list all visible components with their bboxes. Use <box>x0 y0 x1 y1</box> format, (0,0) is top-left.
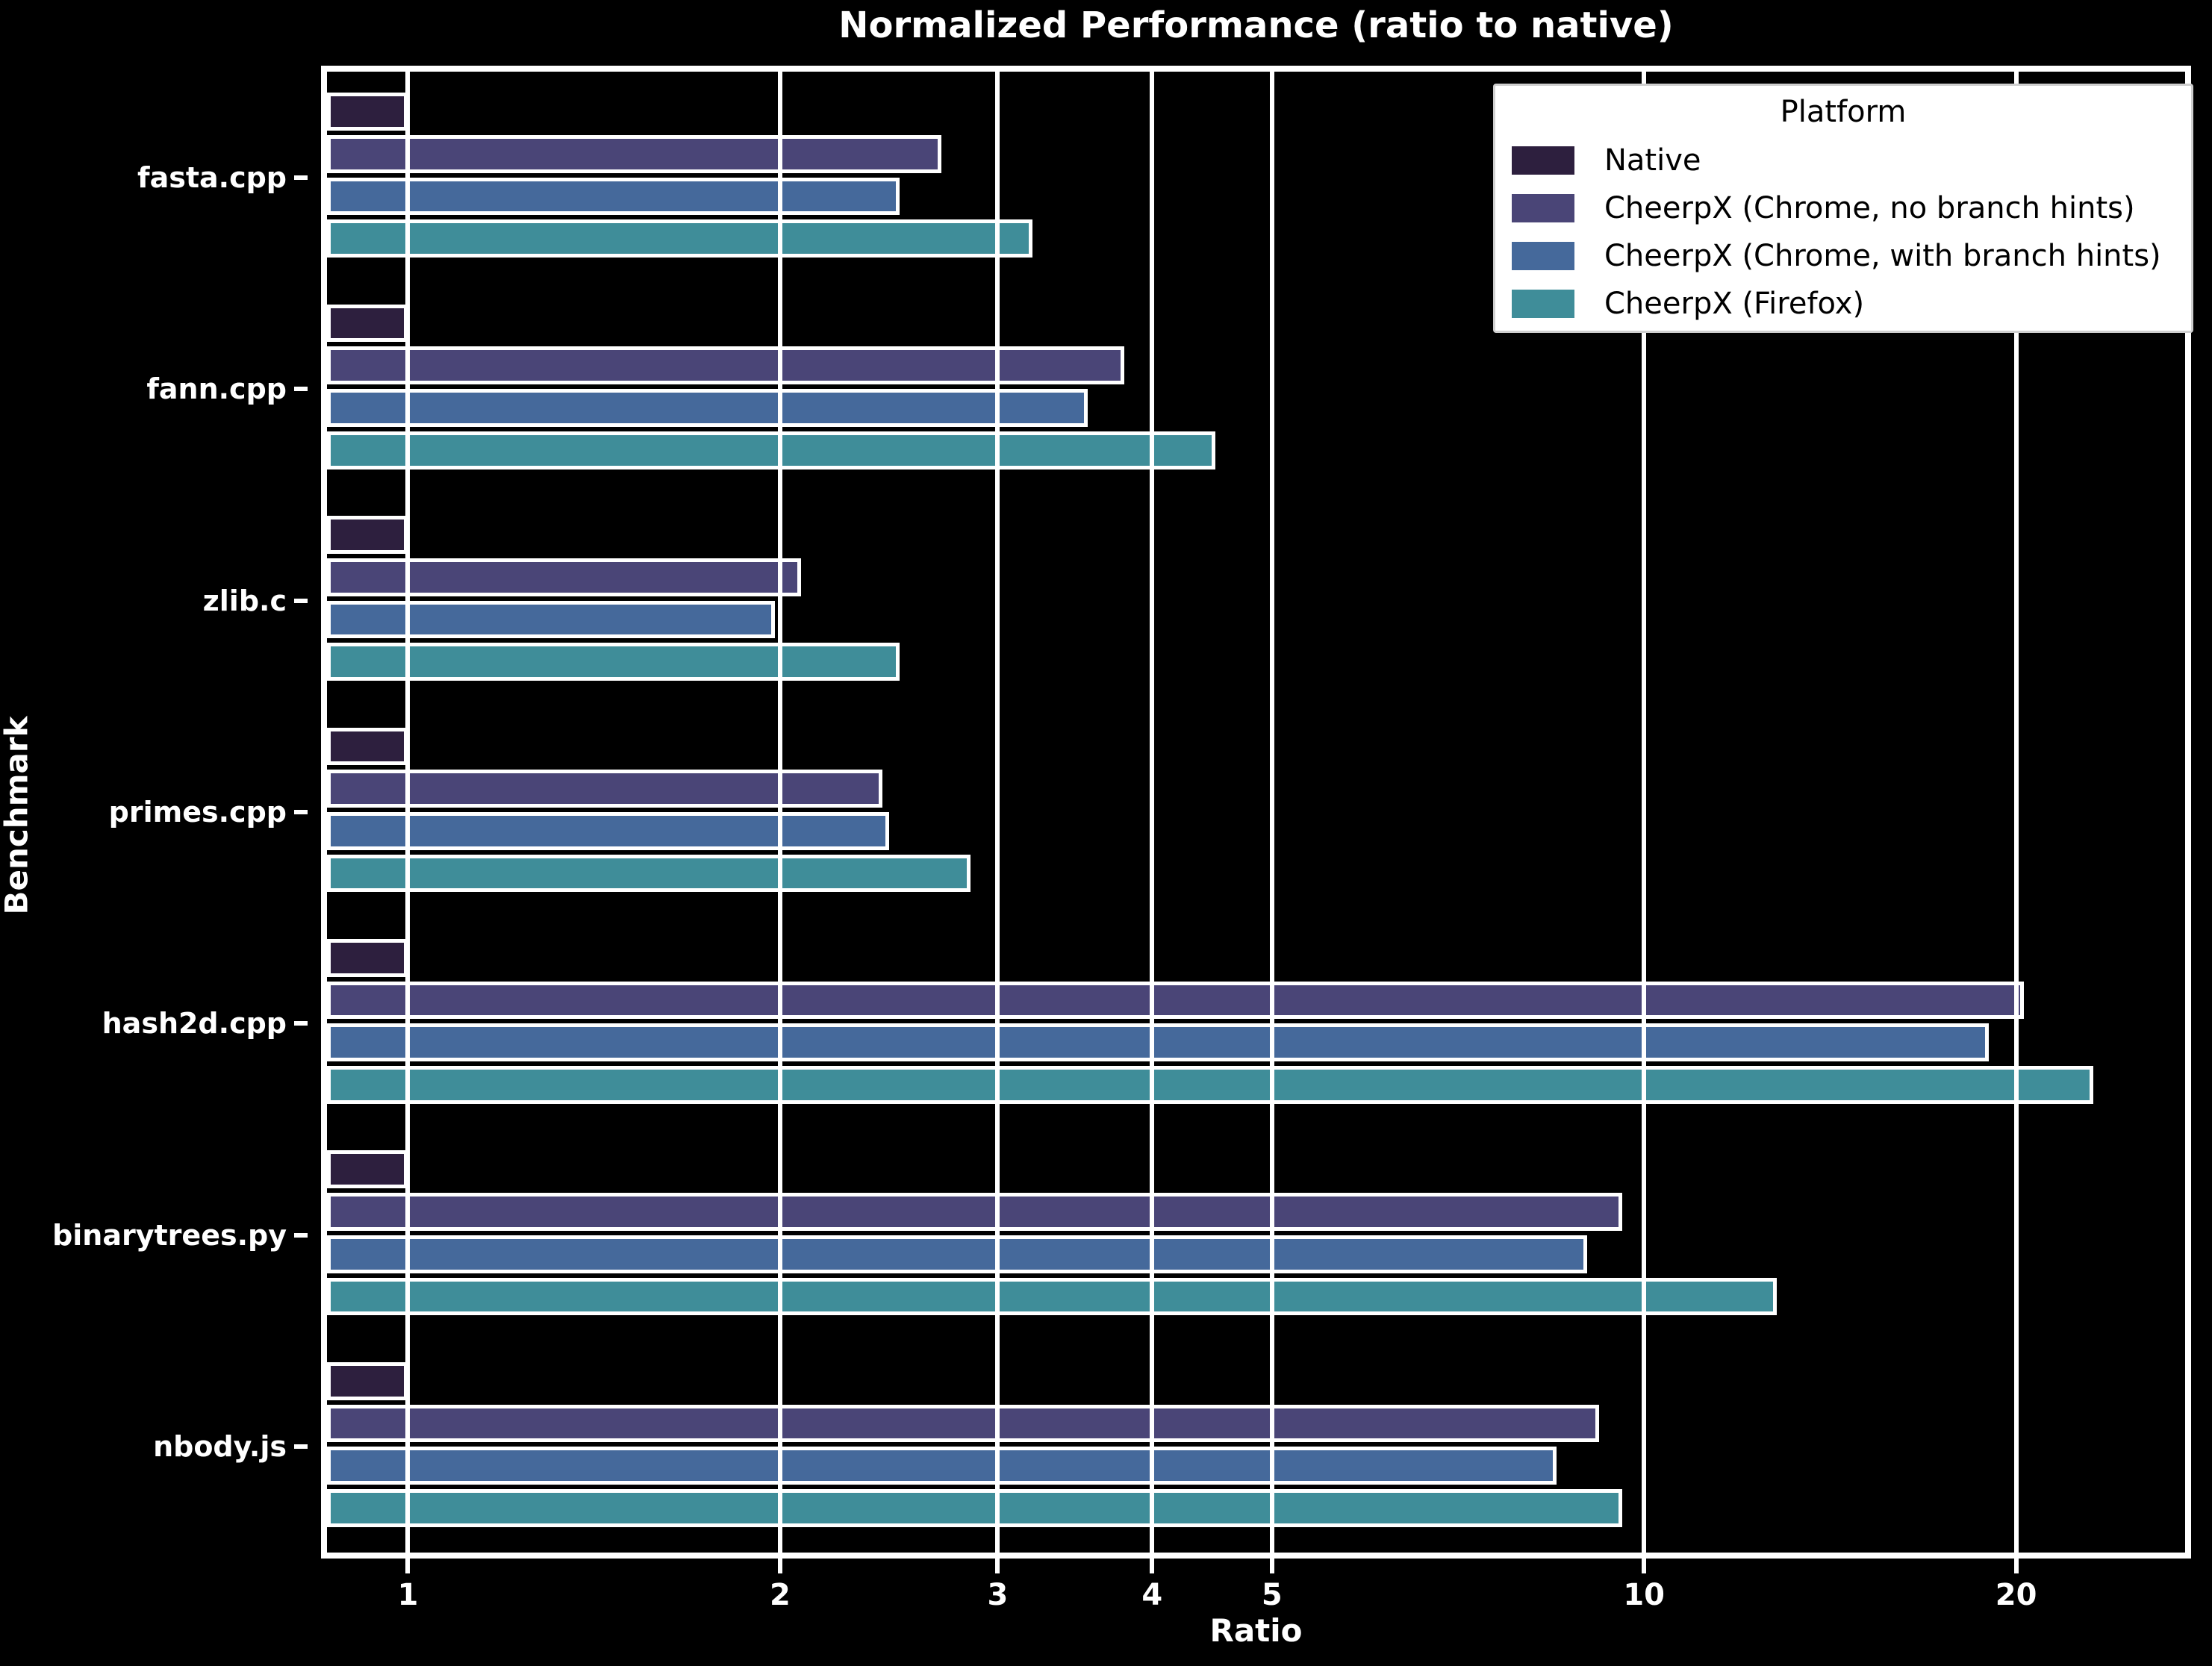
legend-label: CheerpX (Chrome, no branch hints) <box>1604 191 2135 225</box>
legend-swatch-icon <box>1512 290 1574 318</box>
x-tick-label-3: 3 <box>987 1578 1009 1612</box>
legend-entry-cheerpx-chrome-no-branch-hints-: CheerpX (Chrome, no branch hints) <box>1495 184 2191 232</box>
y-tick-mark-5 <box>294 1232 308 1238</box>
gridline-x-1 <box>405 72 411 1553</box>
bar-cheerpx-chrome-with-branch-hints--binarytrees-py <box>327 1235 1587 1273</box>
x-tick-mark-3 <box>995 1559 1000 1573</box>
bar-native-fasta-cpp <box>327 93 408 131</box>
bar-cheerpx-chrome-no-branch-hints--primes-cpp <box>327 770 882 808</box>
bar-native-hash2d-cpp <box>327 939 408 977</box>
category-label-binarytrees-py: binarytrees.py <box>52 1218 287 1252</box>
bar-cheerpx-chrome-no-branch-hints--hash2d-cpp <box>327 981 2024 1020</box>
x-tick-mark-20 <box>2013 1559 2019 1573</box>
category-label-zlib-c: zlib.c <box>202 584 287 617</box>
y-tick-mark-2 <box>294 598 308 603</box>
x-axis-title: Ratio <box>1209 1612 1303 1649</box>
x-tick-label-4: 4 <box>1141 1578 1163 1612</box>
bar-cheerpx-chrome-no-branch-hints--nbody-js <box>327 1404 1599 1443</box>
bar-cheerpx-firefox--binarytrees-py <box>327 1277 1777 1316</box>
x-tick-mark-2 <box>777 1559 782 1573</box>
bar-cheerpx-chrome-no-branch-hints--fann-cpp <box>327 346 1124 385</box>
legend-label: Native <box>1604 143 1701 178</box>
category-label-fann-cpp: fann.cpp <box>146 372 287 406</box>
bar-cheerpx-chrome-with-branch-hints--fasta-cpp <box>327 177 900 216</box>
bar-native-binarytrees-py <box>327 1150 408 1189</box>
y-tick-mark-0 <box>294 175 308 180</box>
y-axis-labels: fasta.cpp fann.cpp zlib.c primes.cpp hash2d.… <box>0 72 308 1553</box>
bar-native-zlib-c <box>327 516 408 554</box>
bar-cheerpx-chrome-no-branch-hints--fasta-cpp <box>327 135 941 173</box>
legend-label: CheerpX (Chrome, with branch hints) <box>1604 239 2161 273</box>
legend-entry-native: Native <box>1495 137 2191 184</box>
category-label-fasta-cpp: fasta.cpp <box>137 160 287 194</box>
y-tick-mark-1 <box>294 387 308 392</box>
x-tick-mark-10 <box>1642 1559 1647 1573</box>
bar-cheerpx-firefox--hash2d-cpp <box>327 1066 2093 1104</box>
bar-cheerpx-chrome-with-branch-hints--nbody-js <box>327 1447 1557 1485</box>
x-tick-label-10: 10 <box>1623 1578 1666 1612</box>
gridline-x-2 <box>777 72 782 1553</box>
bar-cheerpx-chrome-no-branch-hints--binarytrees-py <box>327 1193 1622 1231</box>
bar-cheerpx-firefox--nbody-js <box>327 1488 1622 1527</box>
bar-native-nbody-js <box>327 1361 408 1400</box>
bar-cheerpx-chrome-with-branch-hints--primes-cpp <box>327 812 889 850</box>
x-tick-label-20: 20 <box>1995 1578 2037 1612</box>
x-tick-mark-1 <box>405 1559 411 1573</box>
gridline-x-20 <box>2013 72 2019 1553</box>
gridline-x-10 <box>1642 72 1647 1553</box>
bar-cheerpx-chrome-with-branch-hints--fann-cpp <box>327 389 1088 427</box>
legend-swatch-icon <box>1512 146 1574 175</box>
x-axis: 1 2 3 4 5 10 20 <box>327 1559 2185 1648</box>
x-tick-label-2: 2 <box>769 1578 791 1612</box>
bar-cheerpx-chrome-no-branch-hints--zlib-c <box>327 558 801 596</box>
bars-container <box>327 72 2185 1553</box>
legend-entry-cheerpx-chrome-with-branch-hints-: CheerpX (Chrome, with branch hints) <box>1495 232 2191 280</box>
bar-cheerpx-chrome-with-branch-hints--zlib-c <box>327 600 775 639</box>
gridline-x-3 <box>995 72 1000 1553</box>
legend-swatch-icon <box>1512 242 1574 270</box>
y-tick-mark-3 <box>294 810 308 814</box>
legend-label: CheerpX (Firefox) <box>1604 287 1865 321</box>
bar-native-fann-cpp <box>327 304 408 343</box>
legend-entry-cheerpx-firefox-: CheerpX (Firefox) <box>1495 280 2191 328</box>
bar-cheerpx-chrome-with-branch-hints--hash2d-cpp <box>327 1023 1989 1062</box>
legend-title: Platform <box>1780 95 1907 129</box>
legend-swatch-icon <box>1512 194 1574 222</box>
bar-cheerpx-firefox--primes-cpp <box>327 854 971 893</box>
gridline-x-5 <box>1269 72 1274 1553</box>
bar-cheerpx-firefox--fann-cpp <box>327 431 1215 469</box>
chart-title: Normalized Performance (ratio to native) <box>838 4 1674 46</box>
y-tick-mark-6 <box>294 1444 308 1450</box>
category-label-primes-cpp: primes.cpp <box>108 796 287 829</box>
x-tick-label-5: 5 <box>1261 1578 1283 1612</box>
y-tick-mark-4 <box>294 1021 308 1026</box>
category-label-nbody-js: nbody.js <box>153 1430 287 1464</box>
bar-cheerpx-firefox--fasta-cpp <box>327 219 1032 258</box>
category-label-hash2d-cpp: hash2d.cpp <box>102 1007 287 1041</box>
x-tick-mark-5 <box>1269 1559 1274 1573</box>
x-tick-mark-4 <box>1150 1559 1155 1573</box>
bar-cheerpx-firefox--zlib-c <box>327 643 900 681</box>
x-tick-label-1: 1 <box>397 1578 419 1612</box>
gridline-x-4 <box>1150 72 1155 1553</box>
bar-native-primes-cpp <box>327 727 408 766</box>
